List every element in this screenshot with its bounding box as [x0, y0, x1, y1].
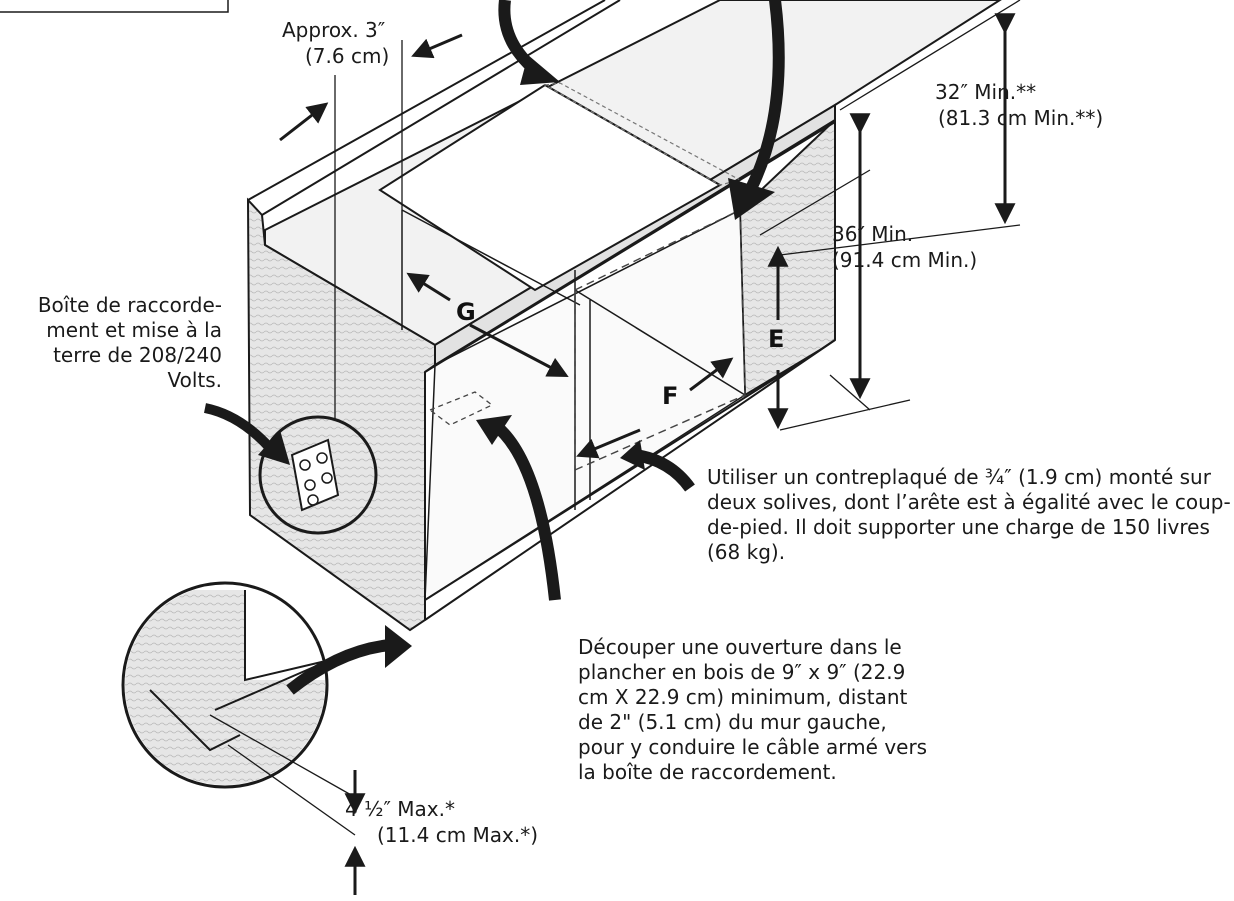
curved-arrow-top-right — [739, 0, 785, 203]
curved-arrow-kick-head — [385, 625, 412, 668]
approx-arrow-right — [411, 33, 463, 59]
min32-in-label: 32″ Min.** — [935, 80, 1037, 104]
approx-arrow-left — [279, 102, 329, 142]
junction-box-label: Boîte de raccorde- ment et mise à la ter… — [37, 293, 222, 392]
cabinet-front-frame — [424, 121, 836, 621]
min32-cm-label: (81.3 cm Min.**) — [938, 106, 1104, 130]
curved-arrow-cutout — [491, 420, 561, 601]
curved-arrow-junction-head — [258, 430, 290, 465]
kick-cm-label: (11.4 cm Max.*) — [377, 823, 539, 847]
f-arrow-right — [689, 357, 734, 392]
g-arrow-left — [406, 272, 451, 302]
cutout-note: Découper une ouverture dans le plancher … — [578, 635, 928, 784]
cabinet-inner-lines — [401, 209, 746, 510]
curved-arrow-cutout-head — [476, 415, 512, 445]
min36-cm-label: (91.4 cm Min.) — [832, 248, 978, 272]
letter-f: F — [662, 382, 679, 410]
g-arrow-right — [469, 323, 569, 377]
plywood-note: Utiliser un contreplaqué de ¾″ (1.9 cm) … — [707, 465, 1231, 564]
kick-in-label: 4 ½″ Max.* — [345, 797, 455, 821]
frame-corner — [0, 0, 229, 13]
min36-in-label: 36″ Min. — [832, 222, 914, 246]
curved-arrow-top-right-head — [728, 178, 775, 220]
f-arrow-left — [576, 428, 641, 459]
letter-g: G — [456, 298, 476, 326]
approx-76cm-label: (7.6 cm) — [305, 44, 390, 68]
curved-arrow-junction — [203, 403, 274, 452]
curved-arrow-kick — [286, 639, 391, 695]
dashed-floor-opening — [574, 208, 746, 472]
approx-3in-label: Approx. 3″ — [282, 18, 386, 42]
curved-arrow-top-left-head — [520, 55, 560, 85]
junction-box-icon — [290, 438, 340, 512]
curved-arrow-plywood-head — [620, 440, 645, 470]
letter-e: E — [768, 325, 785, 353]
